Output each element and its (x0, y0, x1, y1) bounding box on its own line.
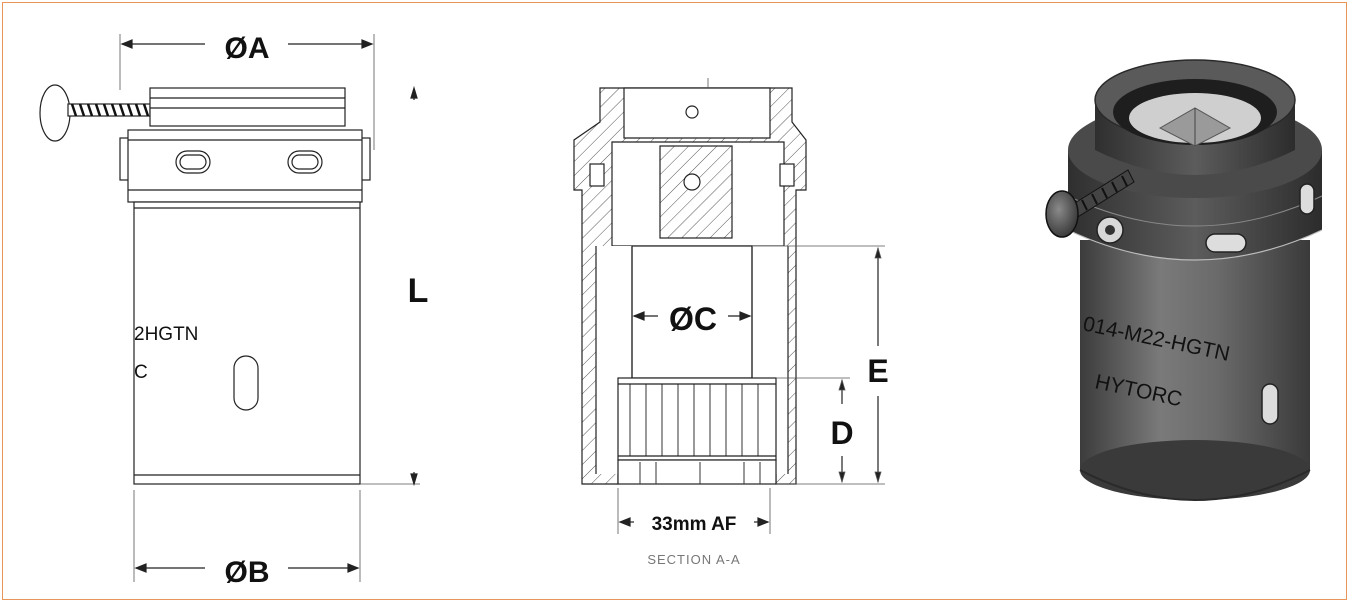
dim-af (617, 488, 771, 534)
dim-d-e (752, 245, 885, 485)
dim-label-c: ØC (669, 301, 717, 337)
dim-label-e: E (867, 353, 888, 389)
dim-label-l: L (408, 272, 429, 310)
dim-label-b: ØB (225, 556, 270, 589)
iso-view: 014-M22-HGTN HYTORC (1045, 59, 1323, 501)
dim-label-a: ØA (225, 32, 270, 65)
section-label: SECTION A-A (647, 552, 740, 567)
front-engraving-1: 2HGTN (134, 324, 198, 345)
dim-c (632, 311, 752, 321)
dim-label-d: D (830, 415, 853, 451)
section-view (573, 78, 807, 485)
dim-label-af: 33mm AF (652, 514, 737, 535)
front-view: 2HGTN C (39, 34, 420, 582)
front-engraving-2: C (134, 362, 148, 383)
